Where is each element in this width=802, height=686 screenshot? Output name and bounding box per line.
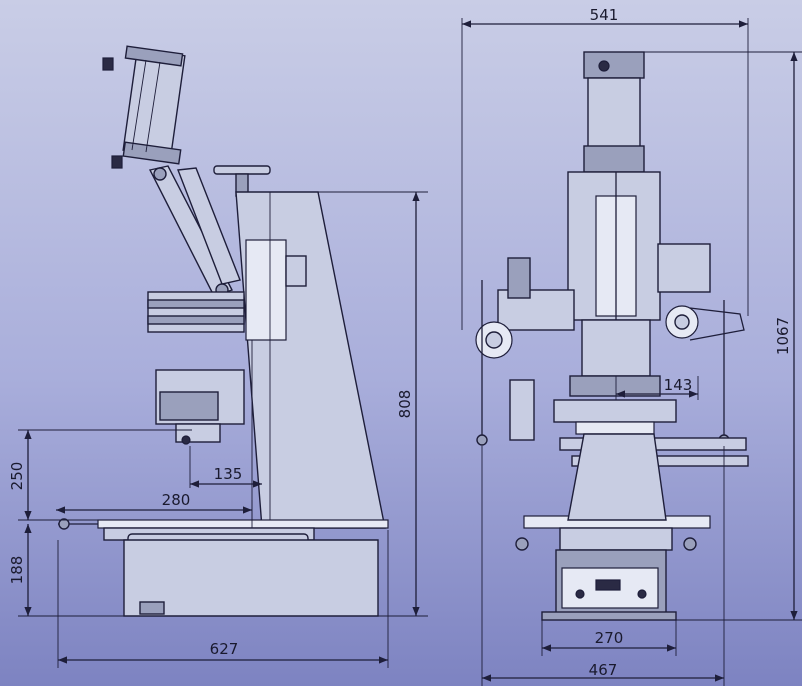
side-view-machine bbox=[58, 45, 389, 617]
front-column bbox=[567, 171, 661, 321]
front-left-arm bbox=[475, 257, 575, 446]
side-press-head bbox=[147, 291, 245, 445]
front-pneumatic-cylinder bbox=[583, 51, 645, 173]
dim-143: 143 bbox=[664, 376, 693, 394]
dim-188: 188 bbox=[8, 556, 26, 585]
dim-280: 280 bbox=[162, 491, 191, 509]
side-base bbox=[123, 539, 379, 617]
side-frame bbox=[235, 191, 386, 529]
front-pedestal bbox=[541, 433, 677, 621]
front-press-head bbox=[553, 319, 677, 435]
dim-541: 541 bbox=[590, 6, 619, 24]
dim-467: 467 bbox=[589, 661, 618, 679]
side-view-dimensions: 627 280 135 250 188 808 bbox=[8, 191, 428, 668]
dim-250: 250 bbox=[8, 462, 26, 491]
dim-627: 627 bbox=[210, 640, 239, 658]
front-view-machine bbox=[475, 51, 749, 621]
dim-808: 808 bbox=[396, 390, 414, 419]
side-pneumatic-cylinder bbox=[102, 45, 186, 169]
dim-270: 270 bbox=[595, 629, 624, 647]
dim-1067: 1067 bbox=[774, 317, 792, 355]
front-view-dimensions: 541 1067 143 270 467 bbox=[461, 6, 802, 686]
dim-135: 135 bbox=[214, 465, 243, 483]
